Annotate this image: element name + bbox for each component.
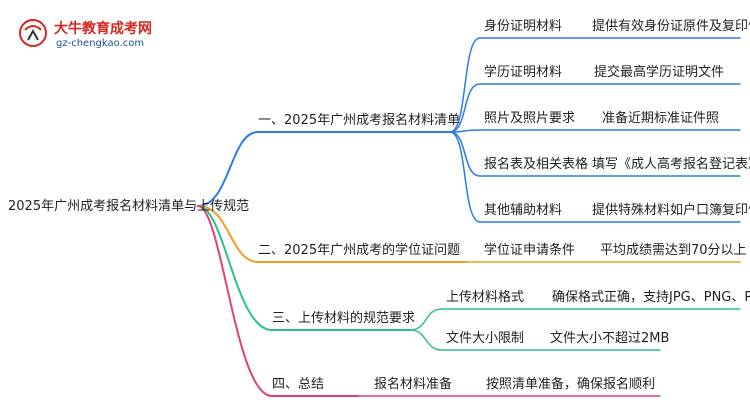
branch-1-item-1-connector — [449, 37, 481, 133]
branch-1-item-2-label: 学历证明材料 — [484, 65, 563, 80]
branch-3-item-2-label: 文件大小限制 — [446, 331, 525, 346]
branch-4-item-1-detail: 按照清单准备，确保报名顺利 — [486, 377, 656, 392]
branch-2-connector — [197, 205, 259, 263]
branch-1-item-5-detail: 提供特殊材料如户口簿复印件 — [592, 203, 750, 218]
branch-3-item-1-label: 上传材料格式 — [446, 290, 525, 305]
branch-1-item-4-connector — [449, 131, 481, 177]
branch-1-item-1-label: 身份证明材料 — [484, 19, 563, 34]
branch-1-item-2-detail: 提交最高学历证明文件 — [594, 65, 725, 80]
branch-1-item-2-connector — [449, 83, 481, 133]
branch-1-label: 一、2025年广州成考报名材料清单 — [258, 113, 461, 128]
logo-title: 大牛教育成考网 — [54, 21, 152, 37]
branch-4-connector — [197, 205, 273, 397]
branch-2-item-1-label: 学位证申请条件 — [484, 243, 576, 258]
branch-3-label: 三、上传材料的规范要求 — [272, 311, 416, 326]
branch-1-item-3-connector — [449, 129, 481, 133]
branch-3-item-2-connector — [409, 329, 443, 351]
branch-4-label: 四、总结 — [272, 377, 325, 392]
branch-1-item-3-label: 照片及照片要求 — [484, 111, 576, 126]
branch-1-connector — [197, 131, 259, 207]
branch-3-connector — [197, 205, 273, 331]
branch-1-item-3-detail: 准备近期标准证件照 — [602, 111, 720, 126]
root-topic: 2025年广州成考报名材料清单与上传规范 — [8, 199, 250, 214]
branch-1-item-4-label: 报名表及相关表格 — [484, 157, 589, 172]
branch-3-item-1-connector — [409, 308, 443, 331]
branch-1-item-1-detail: 提供有效身份证原件及复印件 — [592, 19, 750, 34]
branch-2-item-1-detail: 平均成绩需达到70分以上 — [600, 243, 747, 258]
branch-1-item-4-detail: 填写《成人高考报名登记表》 — [592, 157, 750, 172]
branch-1-item-5-connector — [449, 131, 481, 223]
branch-1-item-5-label: 其他辅助材料 — [484, 203, 563, 218]
logo-url: gz-chengkao.com — [56, 38, 145, 49]
branch-3-item-2-detail: 文件大小不超过2MB — [550, 331, 670, 346]
branch-4-item-1-label: 报名材料准备 — [374, 377, 453, 392]
branch-3-item-1-detail: 确保格式正确，支持JPG、PNG、PDF — [552, 290, 750, 305]
branch-2-label: 二、2025年广州成考的学位证问题 — [258, 243, 461, 258]
logo-mark-icon — [19, 19, 47, 47]
